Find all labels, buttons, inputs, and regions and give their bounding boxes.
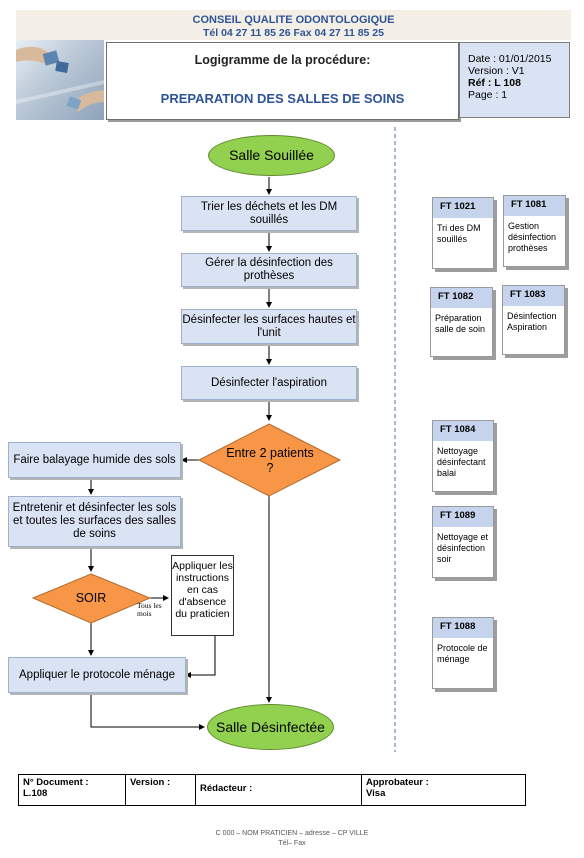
document-signature-table: N° Document : L.108 Version : Rédacteur … <box>18 774 526 806</box>
doc-description: Désinfection Aspiration <box>507 311 557 332</box>
procedure-subtitle: Logigramme de la procédure: <box>194 53 371 67</box>
doc-description: Protocole de ménage <box>437 643 488 664</box>
doc-description: Gestion désinfection prothèses <box>508 221 557 253</box>
monthly-label: Tous les mois <box>137 601 162 618</box>
doc-code: FT 1081 <box>504 196 565 216</box>
doc-card-ft1021: FT 1021 Tri des DM souillés <box>432 197 494 269</box>
end-node: Salle Désinfectée <box>207 704 334 750</box>
doc-description: Nettoyage et désinfection soir <box>437 532 489 564</box>
step-clean-rooms: Entretenir et désinfecter les sols et to… <box>8 496 181 547</box>
doc-description: Nettoyage désinfectant balai <box>437 446 486 478</box>
doc-card-ft1082: FT 1082 Préparation salle de soin <box>430 287 493 357</box>
version-cell: Version : <box>126 775 196 805</box>
doc-code: FT 1021 <box>433 198 493 218</box>
org-name: CONSEIL QUALITE ODONTOLOGIQUE <box>192 14 395 26</box>
step-sort-waste: Trier les déchets et les DM souillés <box>181 196 357 231</box>
footer-address: C 000 – NOM PRATICIEN – adresse – CP VIL… <box>215 830 369 837</box>
decision-soir-label: SOIR <box>75 591 107 605</box>
doc-code: FT 1089 <box>433 507 493 527</box>
step-aspiration: Désinfecter l'aspiration <box>181 366 357 400</box>
doc-code: FT 1083 <box>503 286 564 306</box>
doc-card-ft1088: FT 1088 Protocole de ménage <box>432 617 494 689</box>
meta-version: Version : V1 <box>468 65 525 77</box>
start-node: Salle Souillée <box>208 135 335 176</box>
contact-line: Tél 04 27 11 85 26 Fax 04 27 11 85 25 <box>203 27 384 39</box>
doc-description: Tri des DM souillés <box>437 223 481 244</box>
doc-code: FT 1088 <box>433 618 493 638</box>
meta-date: Date : 01/01/2015 <box>468 53 552 65</box>
footer-phone: Tél– Fax <box>278 840 306 847</box>
step-apply-protocol: Appliquer le protocole ménage <box>8 657 186 693</box>
step-sweep-floor: Faire balayage humide des sols <box>8 442 181 478</box>
step-surfaces: Désinfecter les surfaces hautes et l'uni… <box>181 309 357 344</box>
redacteur-label: Rédacteur : <box>200 783 253 794</box>
version-label: Version : <box>130 777 171 788</box>
puzzle-icon <box>16 46 104 112</box>
decision-diamond-patients <box>197 423 342 497</box>
doc-card-ft1084: FT 1084 Nettoyage désinfectant balai <box>432 420 494 492</box>
meta-page: Page : 1 <box>468 89 508 101</box>
procedure-title: PREPARATION DES SALLES DE SOINS <box>160 91 405 106</box>
approbateur-cell: Approbateur : Visa <box>362 775 525 805</box>
doc-card-ft1089: FT 1089 Nettoyage et désinfection soir <box>432 506 494 578</box>
header-band <box>16 10 571 40</box>
decision-diamond-soir <box>31 573 152 624</box>
doc-number-cell: N° Document : L.108 <box>19 775 126 805</box>
puzzle-hands-logo <box>16 40 104 120</box>
doc-card-ft1081: FT 1081 Gestion désinfection prothèses <box>503 195 566 267</box>
redacteur-cell: Rédacteur : <box>196 775 362 805</box>
title-box <box>106 42 459 120</box>
doc-description: Préparation salle de soin <box>435 313 486 334</box>
doc-number-value: L.108 <box>23 788 48 799</box>
visa-label: Visa <box>366 788 386 799</box>
doc-card-ft1083: FT 1083 Désinfection Aspiration <box>502 285 565 355</box>
doc-number-label: N° Document : <box>23 777 89 788</box>
step-prosthesis: Gérer la désinfection des prothèses <box>181 253 357 287</box>
decision-patients-label: Entre 2 patients ? <box>226 446 314 475</box>
doc-code: FT 1082 <box>431 288 492 308</box>
meta-ref: Réf : L 108 <box>468 77 521 89</box>
doc-code: FT 1084 <box>433 421 493 441</box>
approbateur-label: Approbateur : <box>366 777 429 788</box>
document-meta-box: Date : 01/01/2015 Version : V1 Réf : L 1… <box>459 42 570 118</box>
absence-instructions-box: Appliquer les instructions en cas d'abse… <box>171 555 234 636</box>
